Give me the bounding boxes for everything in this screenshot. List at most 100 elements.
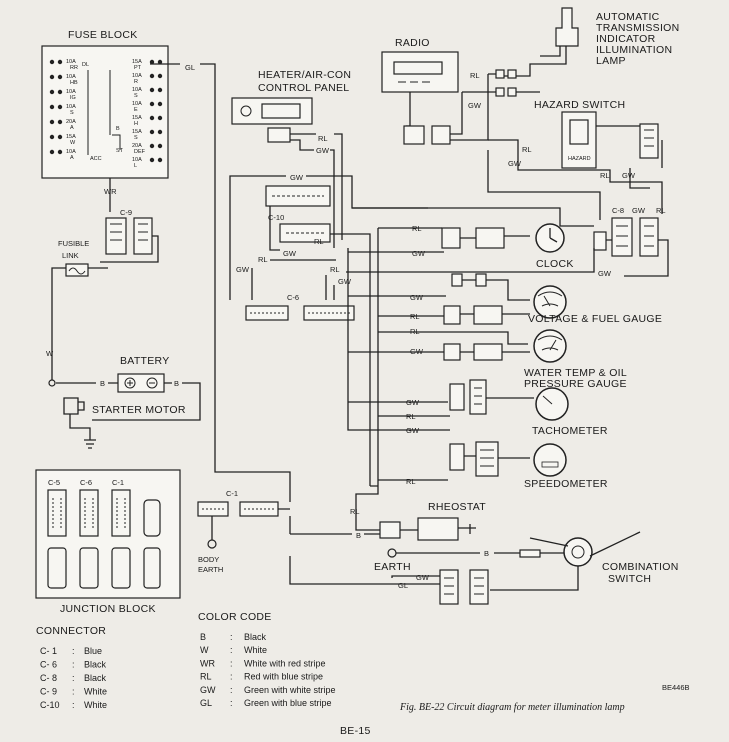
at-lamp-label-4: ILLUMINATION bbox=[596, 44, 672, 56]
connector-color: White bbox=[84, 700, 107, 710]
speedo-wires bbox=[370, 479, 448, 487]
color-code-abbrev: GL bbox=[200, 698, 212, 708]
battery-title: BATTERY bbox=[120, 355, 170, 367]
wo-connector-left bbox=[443, 343, 461, 361]
rheostat-shaft bbox=[400, 524, 476, 534]
fuse-circuit-right: PT bbox=[134, 65, 142, 71]
color-code-separator: : bbox=[230, 658, 233, 668]
fuse-pin-left bbox=[49, 119, 55, 125]
wire-label-gw-c10: GW bbox=[283, 249, 297, 258]
body-earth-label-1: BODY bbox=[198, 555, 219, 564]
c6-feed-wires bbox=[229, 240, 335, 300]
fuse-pin-right bbox=[157, 143, 163, 149]
radio-wire bbox=[406, 92, 411, 127]
junction-block-label: JUNCTION BLOCK bbox=[60, 603, 156, 615]
earth-label: EARTH bbox=[374, 561, 411, 573]
fuse-circuit-left: A bbox=[70, 125, 74, 131]
starter-motor-symbol bbox=[63, 397, 85, 415]
heater-panel-knob bbox=[240, 105, 252, 117]
hazard-switch-title: HAZARD SWITCH bbox=[534, 99, 625, 111]
color-code-meaning: Black bbox=[244, 632, 267, 642]
fuse-circuit-left: S bbox=[70, 110, 74, 116]
at-lamp-label-1: AUTOMATIC bbox=[596, 11, 660, 23]
connector-c10-lower bbox=[279, 223, 331, 243]
wire-label-gw-vf: GW bbox=[410, 293, 424, 302]
at-lamp-wires bbox=[500, 46, 567, 77]
wire-label-rl-radio: RL bbox=[470, 71, 480, 80]
fuse-circuit-right: H bbox=[134, 121, 138, 127]
fuse-rating-left: 10A bbox=[66, 104, 76, 110]
fuse-pin-right bbox=[149, 101, 155, 107]
tach-connector-left bbox=[449, 383, 465, 411]
wire-label-rl-rheostat: RL bbox=[350, 507, 360, 516]
fuse-rating-right: 10A bbox=[132, 73, 142, 79]
earth-point bbox=[387, 548, 397, 558]
vf-connector-left bbox=[443, 305, 461, 325]
combination-connector-pins bbox=[444, 577, 484, 595]
combination-switch-wire bbox=[490, 566, 579, 591]
connector-c9-left bbox=[105, 217, 127, 255]
connector-c1-label: C-1 bbox=[226, 489, 238, 498]
fuse-mark-dl: DL bbox=[82, 62, 89, 68]
battery-plus-terminal bbox=[124, 377, 136, 389]
fuse-pin-right bbox=[149, 59, 155, 65]
voltage-fuel-label: VOLTAGE & FUEL GAUGE bbox=[528, 313, 662, 325]
tach-connector-right bbox=[469, 379, 487, 415]
wire-label-gw-c8: GW bbox=[632, 206, 646, 215]
fuse-pin-right bbox=[149, 115, 155, 121]
at-lamp-plug-2 bbox=[507, 69, 517, 79]
clock-connector-right bbox=[475, 227, 505, 249]
wire-label-rl-heater: RL bbox=[318, 134, 328, 143]
color-code-separator: : bbox=[230, 632, 233, 642]
body-earth-label-2: EARTH bbox=[198, 565, 223, 574]
fuse-circuit-right: S bbox=[134, 93, 138, 99]
vf-plug-left bbox=[451, 273, 463, 287]
wire-label-gl-comb: GL bbox=[398, 581, 408, 590]
wire-label-gw-c6: GW bbox=[236, 265, 250, 274]
connector-c6-label: C-6 bbox=[287, 293, 299, 302]
fuse-circuit-right: S bbox=[134, 135, 138, 141]
fuse-circuit-right: L bbox=[134, 163, 137, 169]
fuse-circuit-left: A bbox=[70, 155, 74, 161]
wire-label-gw-comb: GW bbox=[416, 573, 430, 582]
fuse-pin-left bbox=[57, 104, 63, 110]
c9-pins bbox=[110, 223, 148, 241]
speedometer-label: SPEEDOMETER bbox=[524, 478, 608, 490]
fuse-block-title: FUSE BLOCK bbox=[68, 29, 138, 41]
combination-switch-label-2: SWITCH bbox=[608, 573, 651, 585]
rheostat-body bbox=[417, 517, 459, 541]
speedometer-symbol bbox=[533, 443, 567, 477]
wire-label-rl-c10: RL bbox=[314, 237, 324, 246]
hazard-switch-face-label: HAZARD bbox=[568, 156, 591, 162]
figure-id: BE446B bbox=[662, 683, 690, 692]
junction-c6-label: C-6 bbox=[80, 478, 92, 487]
fuse-pin-left bbox=[57, 74, 63, 80]
hazard-wires bbox=[487, 125, 663, 220]
fuse-rating-right: 20A bbox=[132, 143, 142, 149]
wire-label-b-battery-2: B bbox=[174, 379, 179, 388]
gl-wire-main bbox=[150, 63, 220, 473]
connector-c1-left bbox=[197, 501, 229, 517]
junction-c1-label: C-1 bbox=[112, 478, 124, 487]
color-code-title: COLOR CODE bbox=[198, 611, 272, 623]
fuse-rating-right: 10A bbox=[132, 101, 142, 107]
c8-pins bbox=[616, 225, 654, 247]
fuse-circuit-right: R bbox=[134, 79, 138, 85]
fuse-mark-acc: ACC bbox=[90, 156, 102, 162]
radio-connector-left bbox=[403, 125, 425, 145]
clock-label: CLOCK bbox=[536, 258, 574, 270]
vf-connector-right bbox=[473, 305, 503, 325]
fuse-pin-right bbox=[149, 143, 155, 149]
at-lamp-plug-4 bbox=[507, 87, 517, 97]
fuse-circuit-left: IG bbox=[70, 95, 76, 101]
color-code-abbrev: B bbox=[200, 632, 206, 642]
junction-socket-8 bbox=[143, 547, 161, 589]
color-code-meaning: Green with white stripe bbox=[244, 685, 336, 695]
combination-connector-left bbox=[439, 569, 459, 605]
at-lamp-plug-3 bbox=[495, 87, 505, 97]
wire-label-rl-hazard: RL bbox=[522, 145, 532, 154]
fuse-pin-left bbox=[49, 134, 55, 140]
color-code-separator: : bbox=[230, 645, 233, 655]
fuse-circuit-left: W bbox=[70, 140, 76, 146]
